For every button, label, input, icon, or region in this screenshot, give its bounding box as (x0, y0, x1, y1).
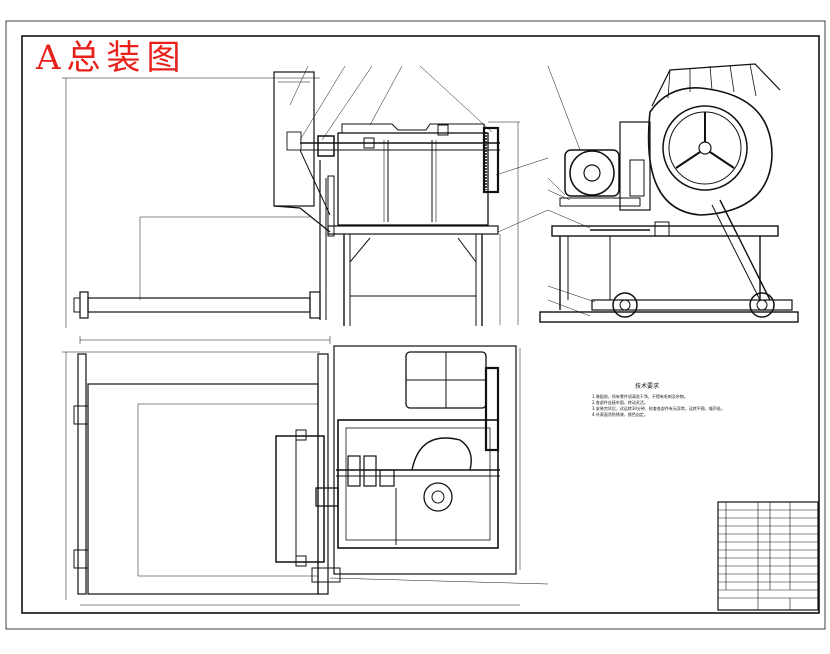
outer-border (5, 20, 826, 630)
front-view (62, 65, 549, 344)
side-view (539, 63, 799, 323)
inner-border (21, 35, 820, 614)
drawing-title: A总装图 (36, 38, 187, 78)
note-line: 1.装配前，所有零件须清洗干净，不得有毛刺及杂物。 (592, 394, 688, 399)
note-line: 3.安装完毕后，试运转30分钟，检查各部件有无异常，运转平稳，噪声低。 (592, 406, 725, 411)
technical-requirements: 技术要求 1.装配前，所有零件须清洗干净，不得有毛刺及杂物。 2.各部件连接牢固… (592, 381, 725, 418)
title-block (717, 501, 819, 611)
top-view (62, 345, 549, 606)
note-line: 2.各部件连接牢固，转动灵活。 (592, 400, 648, 405)
note-line: 4.外表面涂防锈漆，颜色自定。 (592, 412, 648, 417)
notes-heading: 技术要求 (634, 383, 659, 390)
